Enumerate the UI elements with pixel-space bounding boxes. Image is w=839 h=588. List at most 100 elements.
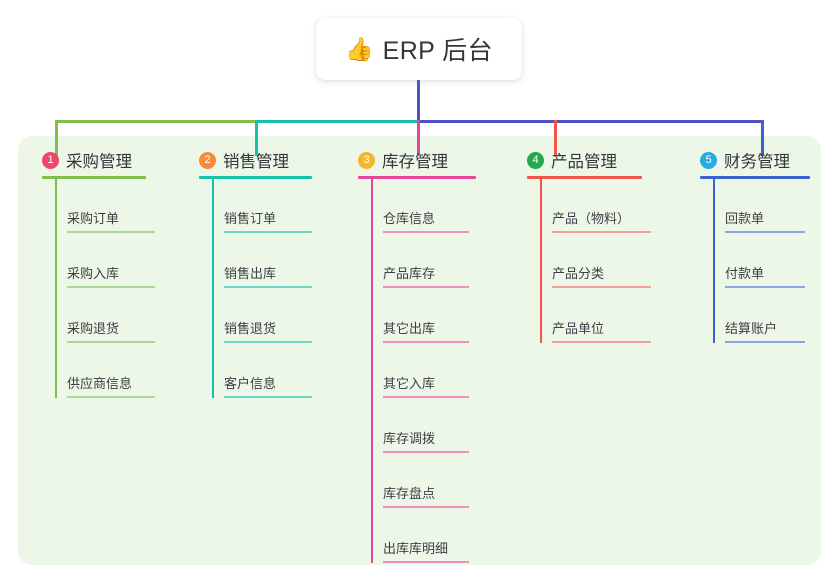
branch-title: 产品管理	[551, 153, 617, 171]
drop-stem-4	[554, 120, 557, 156]
branch-item-label: 库存调拨	[383, 431, 436, 446]
branch-header-4[interactable]: 4 产品管理	[527, 148, 617, 172]
branch-item-rule	[383, 286, 469, 288]
branch-item-label: 库存盘点	[383, 486, 436, 501]
branch-item[interactable]: 回款单	[725, 209, 805, 233]
drop-stem-2	[255, 120, 258, 156]
thumbs-up-icon: 👍	[345, 35, 374, 62]
branch-spine	[713, 179, 715, 343]
branch-item-label: 出库库明细	[383, 541, 449, 556]
branch-item-label: 产品库存	[383, 266, 436, 281]
branch-item-rule	[224, 341, 312, 343]
branch-item-label: 仓库信息	[383, 211, 436, 226]
branch-number-badge: 2	[199, 151, 216, 169]
drop-stem-5	[761, 120, 764, 156]
branch-header-1[interactable]: 1 采购管理	[42, 148, 132, 172]
branch-title: 财务管理	[724, 153, 790, 171]
branch-item-label: 产品单位	[552, 321, 605, 336]
branch-item[interactable]: 库存盘点	[383, 484, 469, 508]
drop-stem-3	[417, 120, 420, 154]
branch-item[interactable]: 采购退货	[67, 319, 155, 343]
branch-header-3[interactable]: 3 库存管理	[358, 148, 448, 172]
branch-item-label: 采购退货	[67, 321, 120, 336]
root-node[interactable]: 👍 ERP 后台	[316, 18, 522, 80]
branch-item-rule	[224, 286, 312, 288]
branch-item-label: 采购订单	[67, 211, 120, 226]
branch-header-rule	[358, 176, 476, 179]
branch-item[interactable]: 产品单位	[552, 319, 651, 343]
branch-item-rule	[383, 341, 469, 343]
branch-item-rule	[67, 231, 155, 233]
branch-item-label: 产品（物料）	[552, 211, 631, 226]
branch-header-5[interactable]: 5 财务管理	[700, 148, 790, 172]
branch-item-rule	[725, 341, 805, 343]
branch-header-rule	[700, 176, 810, 179]
branch-number-badge: 3	[358, 151, 375, 169]
branch-item-label: 回款单	[725, 211, 765, 226]
branch-item[interactable]: 客户信息	[224, 374, 312, 398]
branch-item-label: 其它出库	[383, 321, 436, 336]
branch-header-2[interactable]: 2 销售管理	[199, 148, 289, 172]
branch-item[interactable]: 结算账户	[725, 319, 805, 343]
branch-item-label: 销售出库	[224, 266, 277, 281]
branch-item-rule	[224, 231, 312, 233]
branch-spine	[55, 179, 57, 398]
branch-item[interactable]: 产品库存	[383, 264, 469, 288]
branch-item-rule	[224, 396, 312, 398]
trunk-line	[417, 80, 420, 123]
bus-segment-2	[255, 120, 417, 123]
branch-item[interactable]: 销售订单	[224, 209, 312, 233]
branch-title: 采购管理	[66, 153, 132, 171]
branch-item-rule	[383, 231, 469, 233]
branch-item-rule	[67, 341, 155, 343]
branch-item[interactable]: 付款单	[725, 264, 805, 288]
branch-item-rule	[383, 561, 469, 563]
page-title: ERP 后台	[382, 37, 493, 65]
branch-item-rule	[725, 286, 805, 288]
branch-item-rule	[725, 231, 805, 233]
bus-segment-3	[417, 120, 763, 123]
branch-item-label: 销售订单	[224, 211, 277, 226]
branch-item[interactable]: 采购入库	[67, 264, 155, 288]
branch-item-rule	[383, 506, 469, 508]
branch-item-rule	[67, 396, 155, 398]
branch-header-rule	[527, 176, 642, 179]
drop-stem-1	[55, 120, 58, 156]
branch-item-label: 供应商信息	[67, 376, 133, 391]
branch-spine	[371, 179, 373, 563]
branch-item-label: 产品分类	[552, 266, 605, 281]
branch-item-label: 其它入库	[383, 376, 436, 391]
branch-number-badge: 5	[700, 151, 717, 169]
bus-segment-1	[55, 120, 255, 123]
branch-header-rule	[42, 176, 146, 179]
branch-spine	[212, 179, 214, 398]
branch-item-label: 客户信息	[224, 376, 277, 391]
branch-item[interactable]: 产品分类	[552, 264, 651, 288]
branch-title: 库存管理	[382, 153, 448, 171]
branch-item[interactable]: 销售退货	[224, 319, 312, 343]
branch-item-label: 付款单	[725, 266, 765, 281]
root-node-inner: 👍 ERP 后台	[345, 31, 493, 67]
branch-number-badge: 4	[527, 151, 544, 169]
branch-item[interactable]: 出库库明细	[383, 539, 469, 563]
branch-item[interactable]: 产品（物料）	[552, 209, 651, 233]
branch-item[interactable]: 其它出库	[383, 319, 469, 343]
branch-item-rule	[383, 396, 469, 398]
branch-item[interactable]: 销售出库	[224, 264, 312, 288]
branch-item[interactable]: 采购订单	[67, 209, 155, 233]
branch-item-rule	[552, 341, 651, 343]
branch-item[interactable]: 其它入库	[383, 374, 469, 398]
branch-number-badge: 1	[42, 151, 59, 169]
branch-item-rule	[383, 451, 469, 453]
background-panel	[18, 136, 821, 565]
branch-spine	[540, 179, 542, 343]
branch-item-label: 采购入库	[67, 266, 120, 281]
branch-item-label: 结算账户	[725, 321, 778, 336]
branch-title: 销售管理	[223, 153, 289, 171]
branch-header-rule	[199, 176, 312, 179]
branch-item[interactable]: 供应商信息	[67, 374, 155, 398]
branch-item-label: 销售退货	[224, 321, 277, 336]
branch-item[interactable]: 库存调拨	[383, 429, 469, 453]
branch-item[interactable]: 仓库信息	[383, 209, 469, 233]
